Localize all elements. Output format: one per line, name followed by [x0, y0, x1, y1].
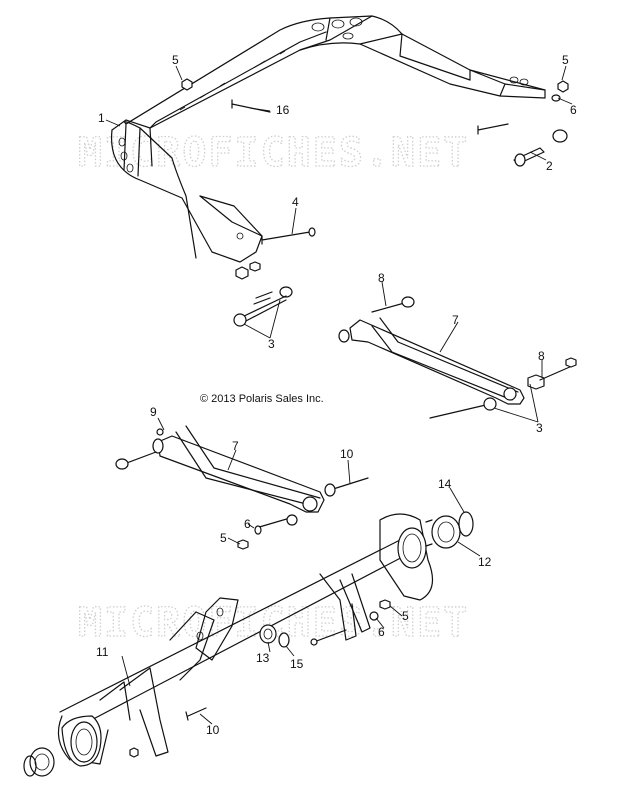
trailing-arm-lower	[115, 425, 369, 550]
callout-14: 14	[438, 477, 452, 491]
callout-labels: 1 2 3 3 4 5 5 5 5 6 6 6 7 7 8 8 9 10 10 …	[96, 53, 577, 737]
callout-1: 1	[98, 111, 105, 125]
callout-5-top-left: 5	[172, 53, 179, 67]
trailing-arm-upper	[338, 296, 577, 419]
watermark-top: MICROFICHES.NET	[78, 130, 469, 176]
callout-4: 4	[292, 195, 299, 209]
axle-carrier	[57, 513, 434, 767]
callout-6-lower: 6	[378, 625, 385, 639]
callout-11: 11	[96, 645, 109, 659]
callout-5-lower: 5	[402, 609, 409, 623]
callout-15: 15	[290, 657, 304, 671]
upper-frame	[110, 15, 546, 280]
callout-7-lower: 7	[232, 439, 239, 453]
callout-8-right: 8	[538, 349, 545, 363]
bolt-2	[477, 80, 569, 167]
bolt-4	[261, 227, 316, 245]
callout-5-mid: 5	[220, 531, 227, 545]
copyright-notice: © 2013 Polaris Sales Inc.	[200, 393, 324, 405]
callout-6-top: 6	[570, 103, 577, 117]
bushings-3-left	[233, 286, 293, 327]
callout-10-mid: 10	[340, 447, 354, 461]
callout-16: 16	[276, 103, 290, 117]
callout-8-left: 8	[378, 271, 385, 285]
bearing-left	[23, 747, 55, 777]
callout-7-upper: 7	[452, 313, 459, 327]
callout-12: 12	[478, 555, 492, 569]
callout-3-left: 3	[268, 337, 275, 351]
bearing-12	[425, 511, 474, 549]
callout-9: 9	[150, 405, 157, 419]
callout-10-lower: 10	[206, 723, 220, 737]
leader-lines	[105, 65, 573, 725]
callout-13: 13	[256, 651, 270, 665]
callout-3-right: 3	[536, 421, 543, 435]
callout-5-top-right: 5	[562, 53, 569, 67]
callout-6-mid: 6	[244, 517, 251, 531]
callout-2: 2	[546, 159, 553, 173]
